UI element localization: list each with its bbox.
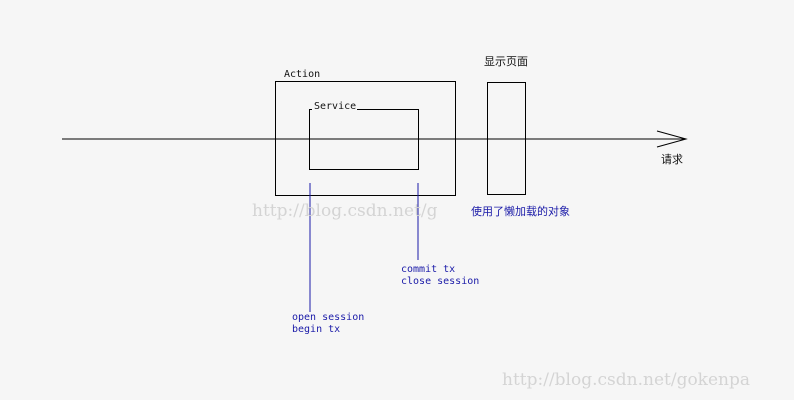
watermark-bottom-right: http://blog.csdn.net/gokenpa <box>502 370 751 390</box>
action-box <box>275 81 456 196</box>
close-session-label: close session <box>401 276 480 287</box>
request-arrow-head <box>656 130 688 148</box>
begin-tx-label: begin tx <box>292 324 341 335</box>
watermark-center: http://blog.csdn.net/g <box>252 201 438 221</box>
request-label: 请求 <box>661 153 683 166</box>
display-page-box <box>487 82 526 195</box>
open-session-label: open session <box>292 312 365 323</box>
action-label: Action <box>284 69 321 80</box>
display-page-label: 显示页面 <box>484 55 528 68</box>
service-label: Service <box>314 101 357 112</box>
service-box <box>309 109 419 170</box>
lazy-object-label: 使用了懒加载的对象 <box>471 205 570 218</box>
commit-tx-label: commit tx <box>401 264 456 275</box>
